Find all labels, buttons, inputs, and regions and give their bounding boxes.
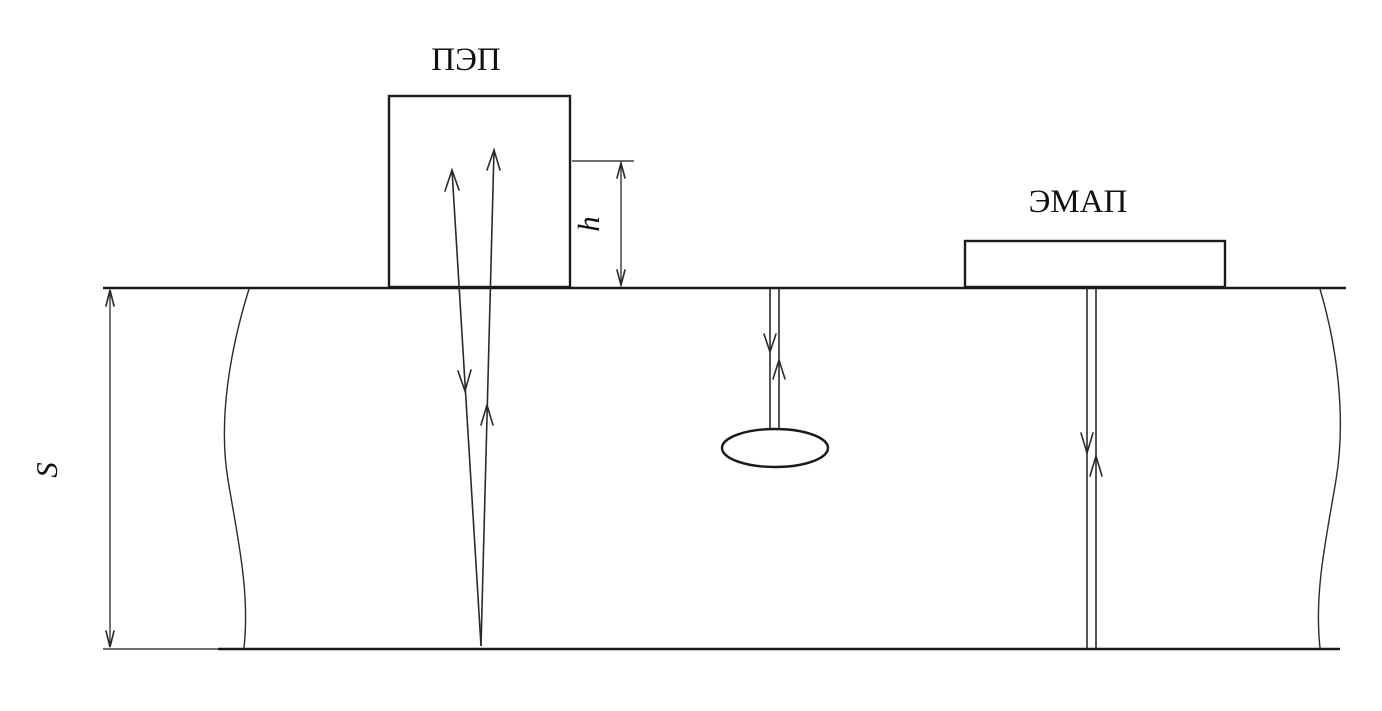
s-dimension-arrow-top: [105, 289, 115, 307]
emap-beam-down-arrow: [1080, 432, 1094, 456]
right-break-line: [1317, 288, 1342, 649]
h-dimension-arrow-bottom: [616, 269, 626, 289]
pep-beam-down-arrow: [457, 369, 472, 394]
s-dimension-arrow-bottom: [105, 630, 115, 648]
pep-beam-receive: [480, 149, 495, 647]
h-dimension-label: h: [571, 216, 606, 232]
defect-beam-down-arrow: [763, 333, 777, 355]
defect-beam-up-arrow: [772, 357, 786, 380]
emap-beam-up-arrow: [1089, 453, 1103, 477]
emap-transducer-box: [963, 239, 1227, 289]
emap-transducer-label: ЭМАП: [1029, 184, 1128, 220]
pep-transducer-box: [387, 94, 572, 289]
left-break-line: [223, 288, 250, 649]
pep-beam-up-arrow: [480, 402, 494, 426]
s-dimension-label: S: [29, 462, 64, 478]
pep-beam-transmit: [451, 169, 482, 647]
h-dimension-arrow-top: [616, 159, 626, 179]
pep-transducer-label: ПЭП: [431, 42, 500, 78]
pep-beam-left-top-arrow: [444, 167, 460, 192]
defect-ellipse: [720, 427, 830, 469]
pep-beam-right-top-arrow: [486, 147, 501, 171]
